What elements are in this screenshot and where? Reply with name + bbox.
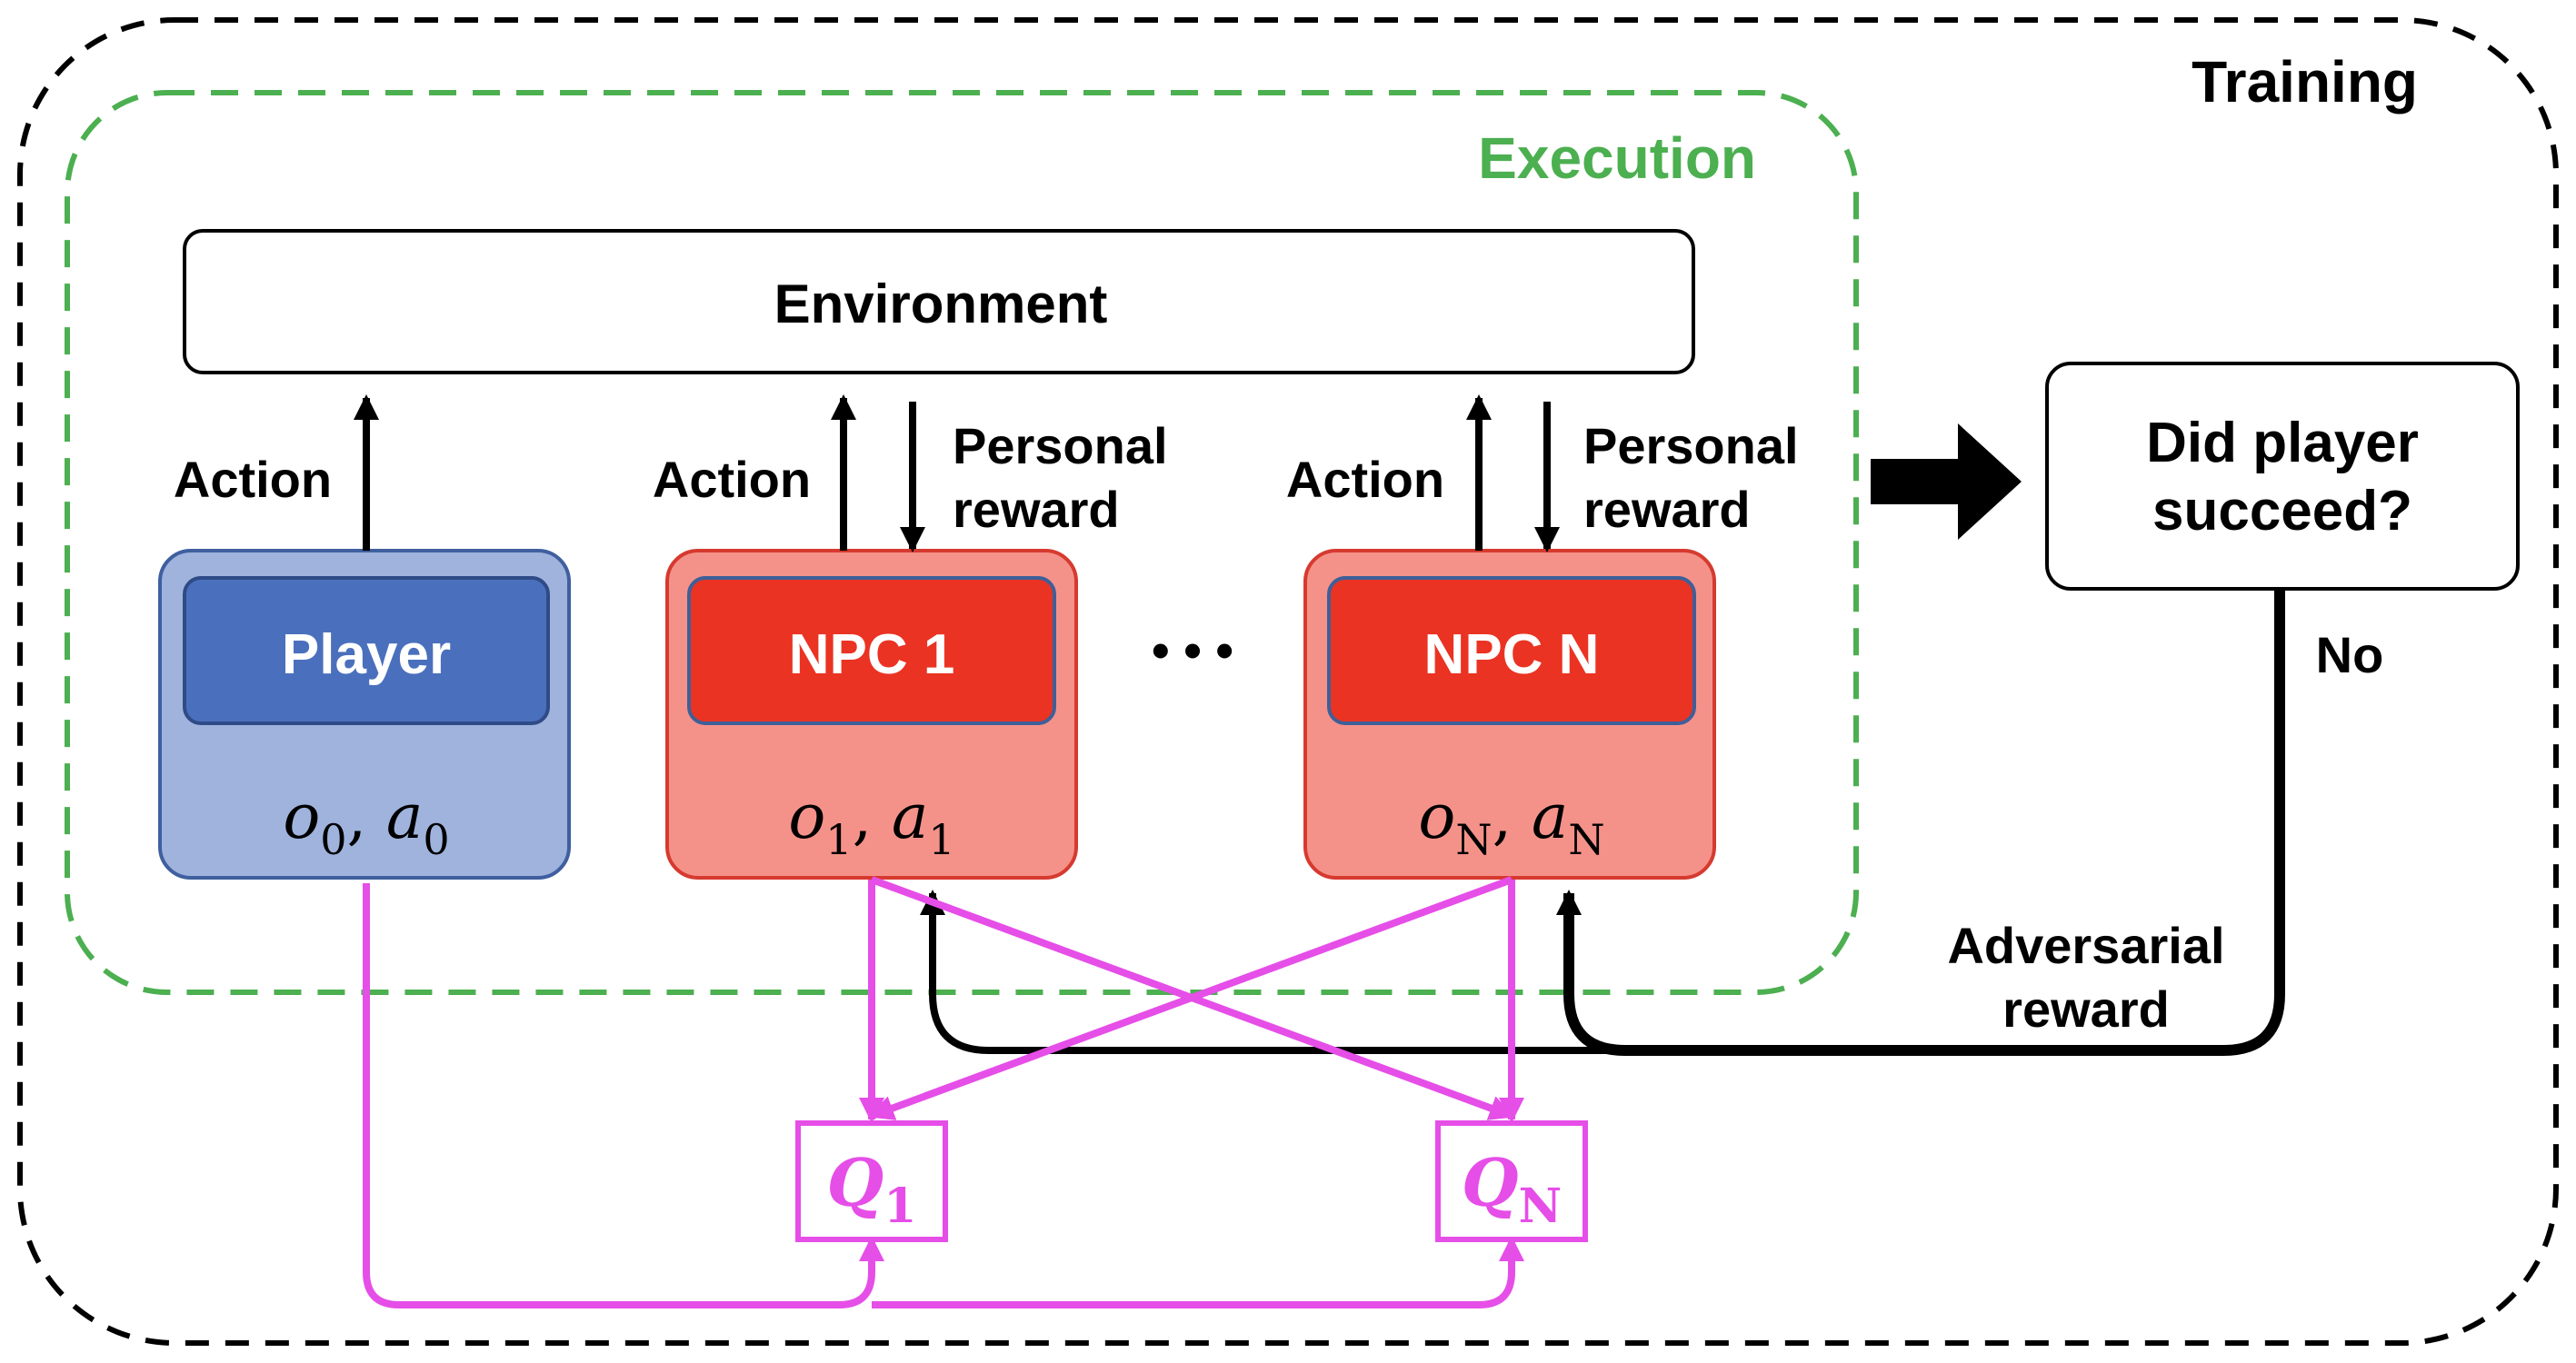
npc1-label: NPC 1 — [789, 623, 955, 686]
execution-label: Execution — [1478, 125, 1756, 191]
environment-label: Environment — [774, 274, 1108, 334]
player-math: o0, a0 — [283, 781, 449, 864]
npc1-personal-reward-line1: Personal — [953, 417, 1168, 474]
npcN-personal-reward-line1: Personal — [1583, 417, 1799, 474]
critic-arrow-player-to-q1 — [363, 883, 884, 1308]
npc-ellipsis: • • • — [1152, 622, 1233, 679]
environment-box — [183, 229, 1695, 374]
adversarial-reward-path — [1556, 591, 2285, 1056]
npcN-label: NPC N — [1424, 623, 1600, 686]
npc1-math: o1, a1 — [788, 781, 954, 864]
training-label: Training — [2192, 49, 2418, 114]
npc1-personal-reward-line2: reward — [953, 481, 1120, 538]
npc1-action-label: Action — [653, 451, 811, 508]
execution-boundary — [65, 90, 1859, 995]
npcN-inner-box — [1327, 576, 1696, 725]
qN-label: QN — [1462, 1144, 1562, 1234]
npcN-action-label: Action — [1286, 451, 1444, 508]
decision-line2: succeed? — [2152, 480, 2412, 542]
npc1-inner-box — [687, 576, 1056, 725]
q1-label: Q1 — [827, 1144, 917, 1234]
player-action-label: Action — [174, 451, 332, 508]
adversarial-label-line1: Adversarial — [1947, 917, 2224, 974]
decision-line1: Did player — [2146, 412, 2419, 474]
npcN-math: oN, aN — [1418, 781, 1604, 864]
critic-arrow-player-to-qN — [872, 1236, 1524, 1308]
player-inner-box — [183, 576, 550, 725]
decision-box — [2045, 362, 2520, 591]
player-label: Player — [282, 623, 451, 686]
adversarial-label-line2: reward — [2002, 980, 2170, 1038]
big-arrow-icon — [1871, 423, 2022, 540]
adversarial-reward-branch-npc1 — [920, 890, 1625, 1054]
npcN-personal-reward-line2: reward — [1583, 481, 1751, 538]
critic-arrow-npcN-to-q1 — [868, 876, 1513, 1120]
decision-no-label: No — [2316, 626, 2384, 683]
qN-box — [1435, 1120, 1588, 1242]
q1-box — [795, 1120, 948, 1242]
training-boundary — [17, 17, 2559, 1346]
